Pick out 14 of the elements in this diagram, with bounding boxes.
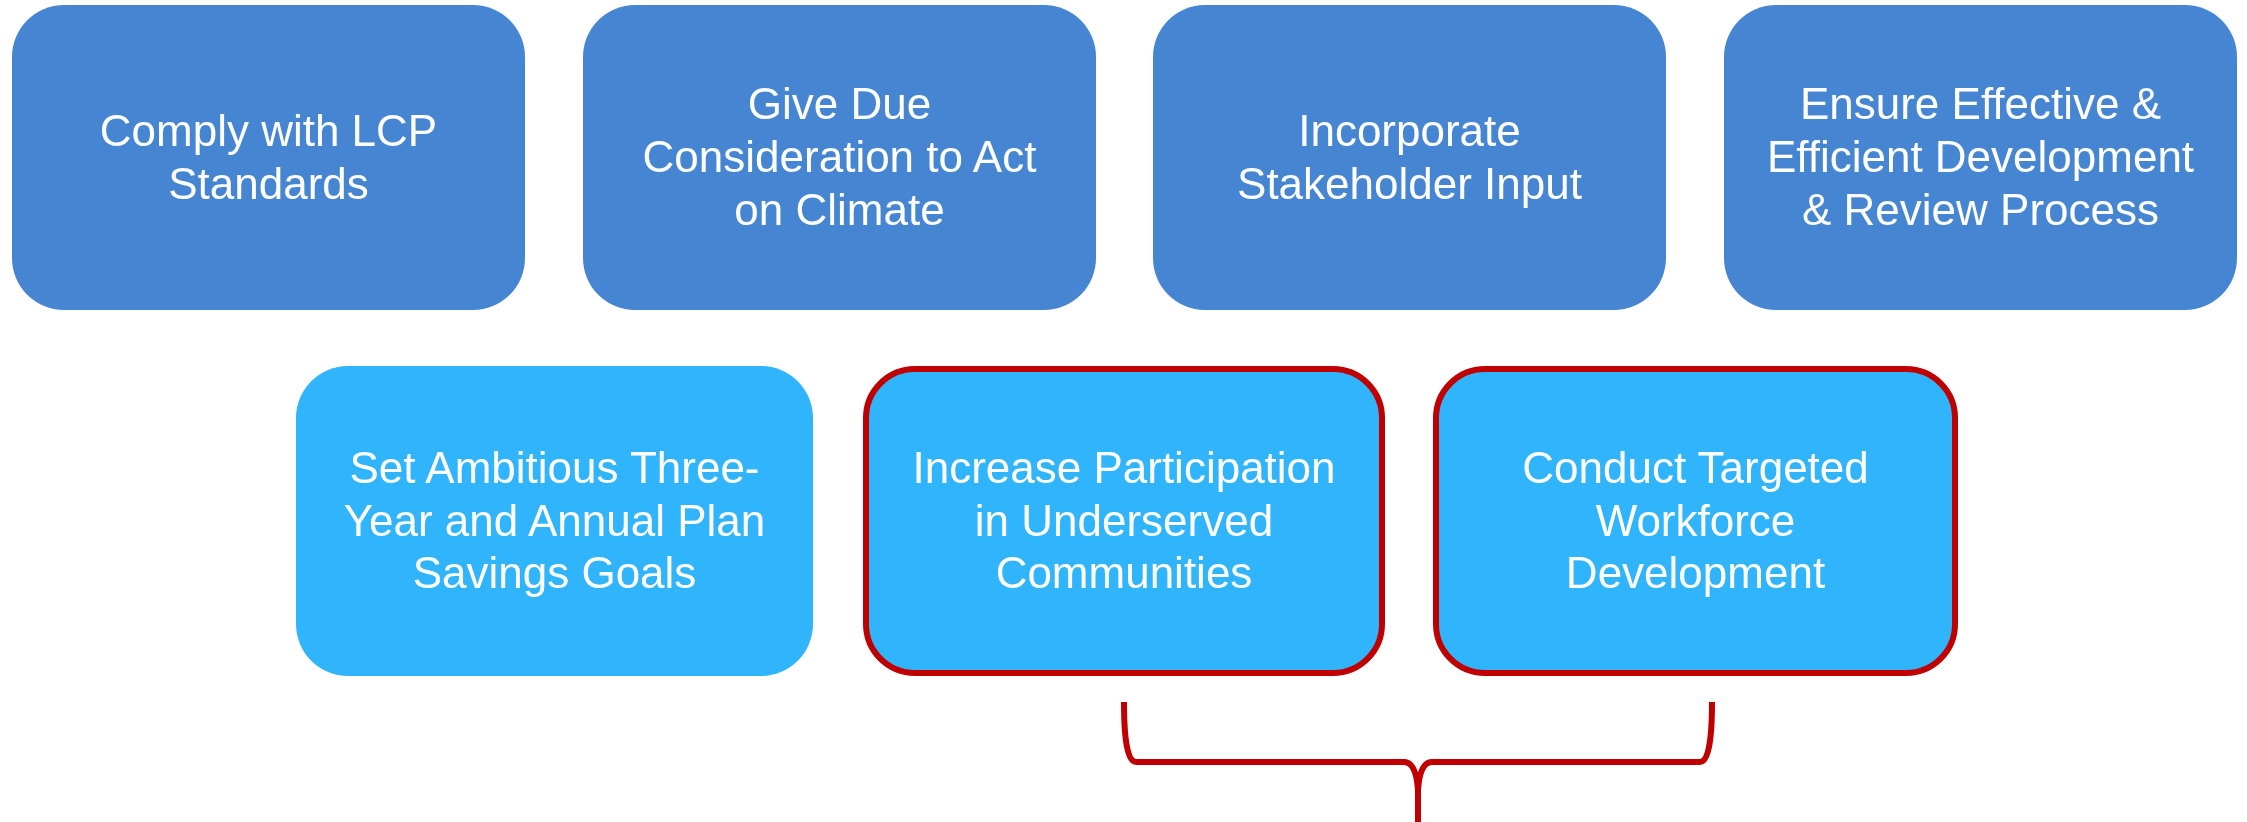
process-box xyxy=(296,366,813,676)
box-text: Ensure Effective & Efficient Development & Review Process xyxy=(1765,78,2196,236)
process-box xyxy=(12,5,525,310)
box-text: Conduct Targeted Workforce Development xyxy=(1521,441,1870,600)
process-box xyxy=(863,366,1385,676)
process-box xyxy=(1153,5,1666,310)
box-text: Incorporate Stakeholder Input xyxy=(1236,104,1583,210)
box-text: Give Due Consideration to Act on Climate xyxy=(641,78,1038,236)
box-text: Set Ambitious Three-Year and Annual Plan Savings Goals xyxy=(342,441,767,600)
box-text: Increase Participation in Underserved Communities xyxy=(911,441,1337,600)
process-box xyxy=(1724,5,2237,310)
process-box xyxy=(1433,366,1958,676)
box-text: Comply with LCP Standards xyxy=(98,104,439,210)
process-box xyxy=(583,5,1096,310)
